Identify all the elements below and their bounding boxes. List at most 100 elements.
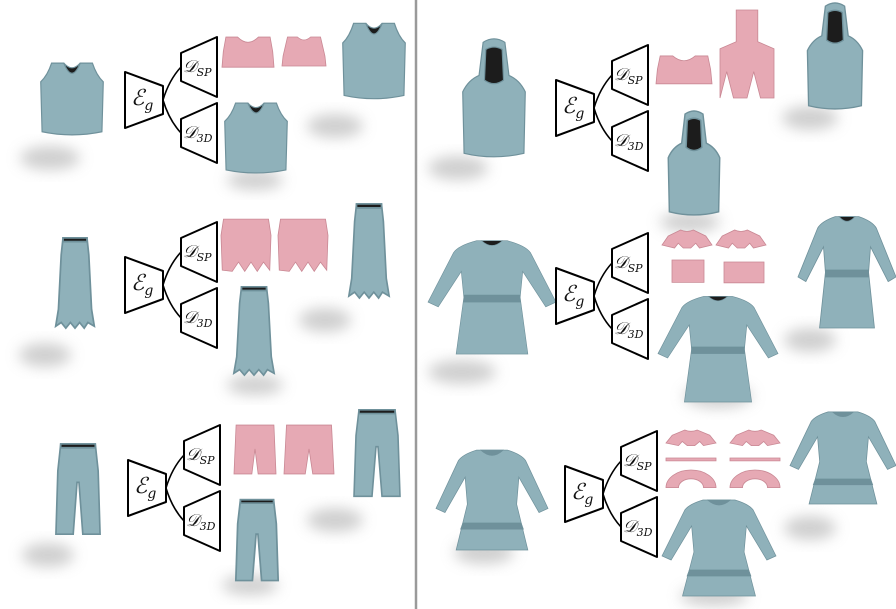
skirt-3d-part: [242, 287, 267, 291]
dress-pattern-bodice-front: [662, 230, 712, 248]
tank-top-pattern-back-piece: [282, 37, 326, 66]
encoder-label-sub: g: [147, 486, 156, 502]
dress-pattern-bodice-back: [716, 230, 766, 248]
decoder-3d-label-sub: 3D: [637, 526, 653, 539]
hooded-top-input-part: [463, 39, 526, 157]
ruffle-pattern-band-back-piece: [730, 458, 780, 461]
decoder-3d-label: 𝒟3D: [183, 123, 213, 145]
decoder-3d-label-sub: 3D: [200, 520, 216, 533]
tank-top-input-part: [41, 63, 104, 135]
ruffled-dress-output-part: [813, 479, 872, 485]
shadow-ruffle-output: [784, 516, 836, 540]
decoder-3d-label-sub: 3D: [197, 317, 213, 330]
skirt-pattern-back: [278, 219, 328, 271]
shadow-tank-input: [20, 146, 80, 170]
encoder-label: ℰg: [131, 86, 153, 114]
shorts-output-part: [354, 410, 400, 496]
branch-to-3d: [162, 284, 182, 319]
architecture-blocks-layer: ℰg𝒟SP𝒟3Dℰg𝒟SP𝒟3Dℰg𝒟SP𝒟3Dℰg𝒟SP𝒟3Dℰg𝒟SP𝒟3D…: [124, 36, 658, 558]
architecture-row-0: ℰg 𝒟SP 𝒟3D: [124, 36, 218, 164]
long-sleeve-dress-output: [798, 217, 896, 328]
shadow-skirt-output: [299, 308, 351, 332]
skirt-output-part: [357, 204, 382, 208]
encoder-label-main: ℰ: [131, 86, 147, 111]
decoder-sp-label-sub: SP: [197, 251, 213, 264]
decoder-sp-label-sub: SP: [628, 74, 644, 87]
decoder-sp-label: 𝒟SP: [614, 65, 643, 87]
skirt-output-part: [349, 204, 389, 298]
hood-pattern-front-piece: [656, 56, 712, 84]
encoder-label-sub: g: [144, 98, 153, 114]
long-sleeve-dress-input: [428, 241, 556, 354]
shadow-dress-output: [784, 328, 836, 352]
ruffled-dress-input: [436, 450, 548, 550]
branch-to-sp: [593, 262, 613, 297]
encoder-label-sub: g: [144, 283, 153, 299]
ruffled-dress-input-part: [481, 450, 503, 455]
shorts-pattern-front: [234, 425, 276, 474]
dress-pattern-skirt-front: [672, 260, 704, 282]
encoder-label-sub: g: [575, 294, 584, 310]
dress-pattern-skirt-front-piece: [672, 260, 704, 282]
skirt-3d: [234, 287, 274, 375]
decoder-3d-label-main: 𝒟: [183, 308, 200, 328]
hood-pattern-back: [720, 10, 774, 98]
ruffled-dress-input-part: [461, 523, 524, 529]
shadow-skirt-input: [19, 343, 71, 367]
decoder-sp-label: 𝒟SP: [186, 445, 215, 467]
shorts-output-part: [359, 410, 395, 414]
ruffle-pattern-skirt-back: [730, 470, 780, 488]
skirt-input-part: [63, 238, 87, 242]
dress-pattern-bodice-back-piece: [716, 230, 766, 248]
encoder-label: ℰg: [562, 94, 584, 122]
decoder-sp-block: [180, 36, 218, 98]
skirt-input-part: [56, 238, 95, 328]
skirt-3d-part: [234, 287, 274, 375]
decoder-sp-label: 𝒟SP: [183, 57, 212, 79]
skirt-output: [349, 204, 389, 298]
encoder-block: [555, 79, 595, 137]
encoder-block: [555, 267, 595, 325]
decoder-3d-label-main: 𝒟: [614, 131, 631, 151]
long-sleeve-dress-output-part: [825, 270, 868, 277]
decoder-3d-block: [611, 298, 649, 360]
tank-top-output: [343, 23, 406, 98]
encoder-label-main: ℰ: [571, 480, 587, 505]
ruffle-pattern-bodice-front: [666, 430, 716, 446]
hooded-top-output-part: [807, 3, 862, 109]
branch-to-3d: [593, 107, 613, 142]
decoder-sp-label-sub: SP: [628, 262, 644, 275]
ruffled-dress-output-part: [790, 412, 896, 504]
hooded-top-output-part: [827, 10, 844, 43]
encoder-label-main: ℰ: [562, 94, 578, 119]
garments-layer: [41, 3, 896, 596]
hood-pattern-front: [656, 56, 712, 84]
decoder-3d-block: [611, 110, 649, 172]
decoder-sp-block: [620, 430, 658, 492]
long-sleeve-dress-3d-part: [692, 347, 745, 354]
ruffle-pattern-skirt-back-piece: [730, 470, 780, 488]
encoder-label-main: ℰ: [131, 271, 147, 296]
shadow-tank-output: [307, 114, 363, 138]
encoder-label: ℰg: [131, 271, 153, 299]
shorts-pattern-front-piece: [234, 425, 276, 474]
tank-top-pattern-back: [282, 37, 326, 66]
hood-pattern-back-piece: [720, 10, 774, 98]
ruffle-pattern-band-back: [730, 458, 780, 461]
ruffle-pattern-band-front-piece: [666, 458, 716, 461]
ruffle-pattern-bodice-back-piece: [730, 430, 780, 446]
decoder-3d-label: 𝒟3D: [614, 131, 644, 153]
shorts-pattern-back-piece: [284, 425, 334, 474]
tank-top-input-part: [64, 63, 80, 73]
long-sleeve-dress-input-part: [464, 295, 520, 302]
decoder-3d-label-sub: 3D: [197, 132, 213, 145]
hooded-top-3d-part: [686, 118, 702, 150]
ruffle-pattern-skirt-front: [666, 470, 716, 488]
skirt-input: [56, 238, 95, 328]
decoder-sp-label-main: 𝒟: [183, 242, 200, 262]
encoder-label-sub: g: [584, 492, 593, 508]
hooded-top-3d: [668, 111, 720, 215]
